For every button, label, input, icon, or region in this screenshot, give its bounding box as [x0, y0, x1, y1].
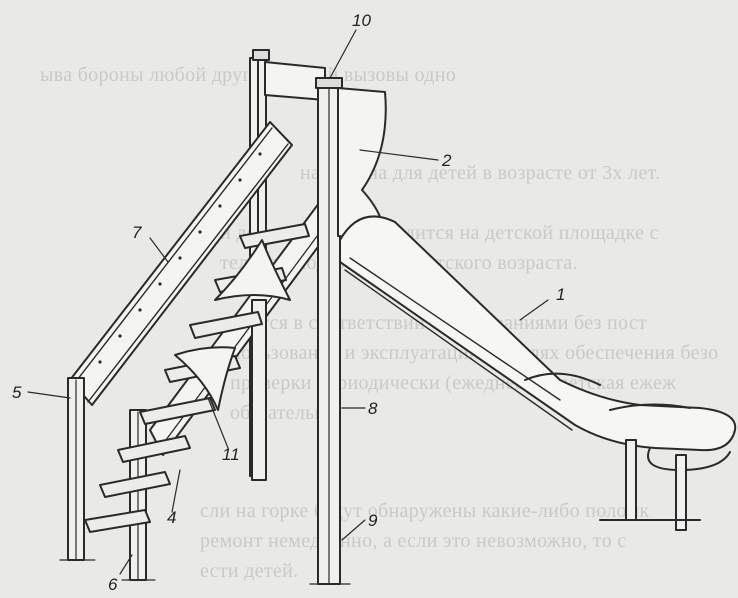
background-text-line-9: сли на горке будут обнаружены какие-либо… — [200, 500, 650, 522]
background-text-line-2: назначена для детей в возрасте от 3х лет… — [300, 162, 661, 184]
background-text-line-1: ыва бороны любой другой лесной вызовы од… — [40, 64, 457, 86]
label-5: 5 — [12, 383, 22, 402]
label-11: 11 — [222, 445, 240, 464]
hand-grip-lower — [174, 346, 236, 411]
leader-lines — [27, 29, 549, 575]
left-front-post — [67, 377, 85, 561]
ground-lines — [59, 559, 351, 585]
front-post — [129, 409, 147, 581]
slide-chute — [339, 215, 737, 471]
label-6: 6 — [108, 575, 118, 594]
background-text-line-11: ести детей. — [200, 560, 299, 582]
label-9: 9 — [368, 511, 378, 530]
label-7: 7 — [132, 223, 142, 242]
background-text-line-10: ремонт немедленно, а если это невозможно… — [200, 530, 627, 552]
label-4: 4 — [167, 508, 176, 527]
label-2: 2 — [441, 151, 452, 170]
label-1: 1 — [556, 285, 565, 304]
label-8: 8 — [368, 399, 378, 418]
hand-grip-upper — [214, 239, 291, 301]
label-10: 10 — [352, 11, 371, 30]
slide-legs — [599, 439, 701, 531]
mid-post — [251, 299, 267, 481]
